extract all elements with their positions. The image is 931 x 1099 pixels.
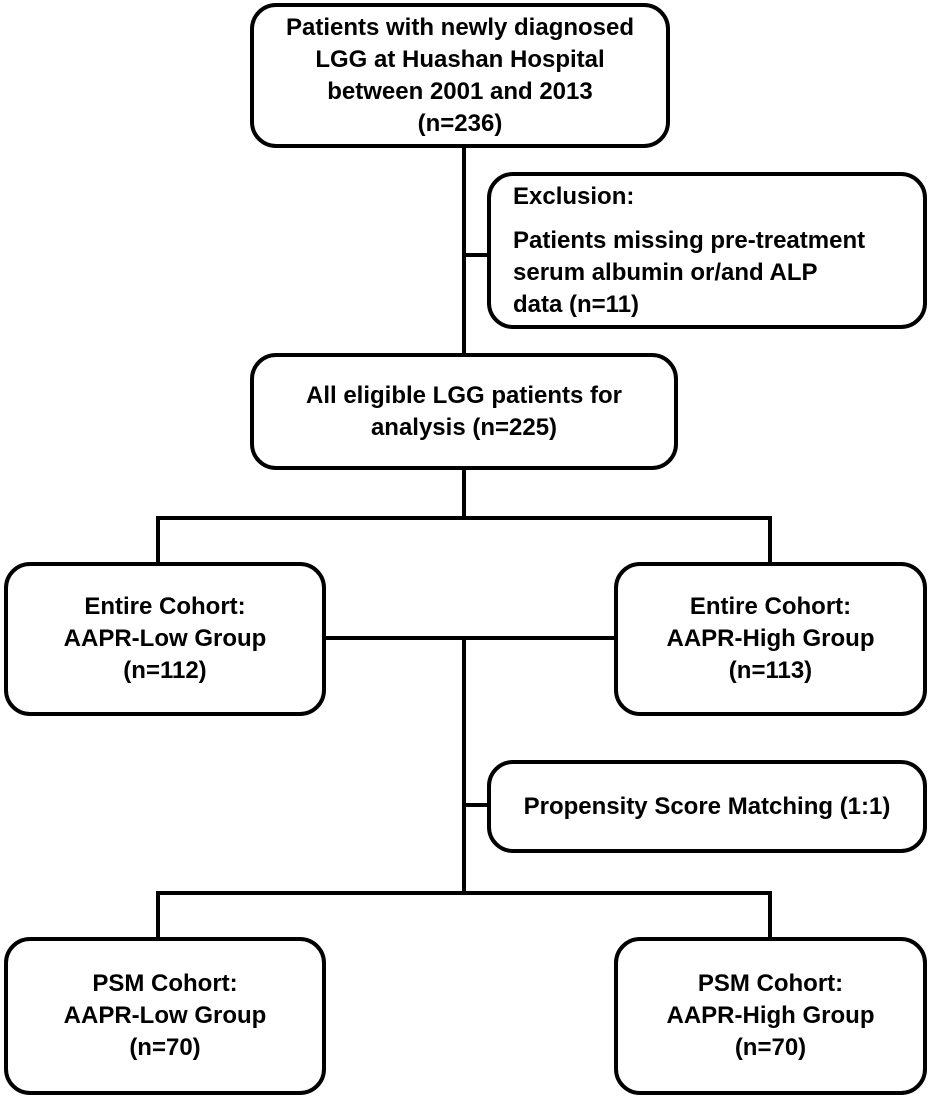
psm-low-line-3: (n=70) (129, 1034, 201, 1061)
psm-high-line-3: (n=70) (734, 1034, 807, 1061)
psm-low-line-1: PSM Cohort: (92, 970, 238, 997)
psm-high-line-1: PSM Cohort: (697, 970, 844, 997)
entire-low-line-2: AAPR-Low Group (63, 625, 267, 652)
initial-patients-line-1: Patients with newly diagnosed (285, 13, 635, 41)
node-initial-patients: Patients with newly diagnosed LGG at Hua… (250, 3, 670, 148)
eligible-line-1: All eligible LGG patients for (305, 381, 623, 409)
psm-line-1: Propensity Score Matching (1:1) (523, 792, 891, 820)
initial-patients-line-3: between 2001 and 2013 (327, 77, 593, 105)
node-eligible-patients: All eligible LGG patients for analysis (… (250, 353, 678, 470)
entire-high-line-1: Entire Cohort: (689, 593, 852, 620)
node-entire-cohort-low: Entire Cohort: AAPR-Low Group (n=112) (4, 562, 326, 716)
entire-low-line-1: Entire Cohort: (84, 593, 246, 620)
node-entire-cohort-high: Entire Cohort: AAPR-High Group (n=113) (614, 562, 927, 716)
node-psm-cohort-low: PSM Cohort: AAPR-Low Group (n=70) (4, 937, 326, 1095)
entire-high-line-2: AAPR-High Group (666, 625, 875, 652)
exclusion-heading: Exclusion: (513, 182, 635, 210)
eligible-line-2: analysis (n=225) (370, 413, 558, 441)
node-propensity-score-matching: Propensity Score Matching (1:1) (487, 760, 927, 853)
exclusion-line-2: serum albumin or/and ALP (513, 258, 818, 286)
psm-low-line-2: AAPR-Low Group (63, 1002, 267, 1029)
exclusion-line-3: data (n=11) (513, 290, 640, 318)
initial-patients-line-4: (n=236) (417, 109, 503, 137)
node-exclusion: Exclusion: Patients missing pre-treatmen… (487, 172, 927, 329)
exclusion-line-1: Patients missing pre-treatment (513, 226, 866, 254)
initial-patients-line-2: LGG at Huashan Hospital (315, 45, 605, 73)
entire-high-line-3: (n=113) (728, 657, 813, 684)
entire-low-line-3: (n=112) (123, 657, 207, 684)
node-psm-cohort-high: PSM Cohort: AAPR-High Group (n=70) (614, 937, 927, 1095)
psm-high-line-2: AAPR-High Group (666, 1002, 875, 1029)
